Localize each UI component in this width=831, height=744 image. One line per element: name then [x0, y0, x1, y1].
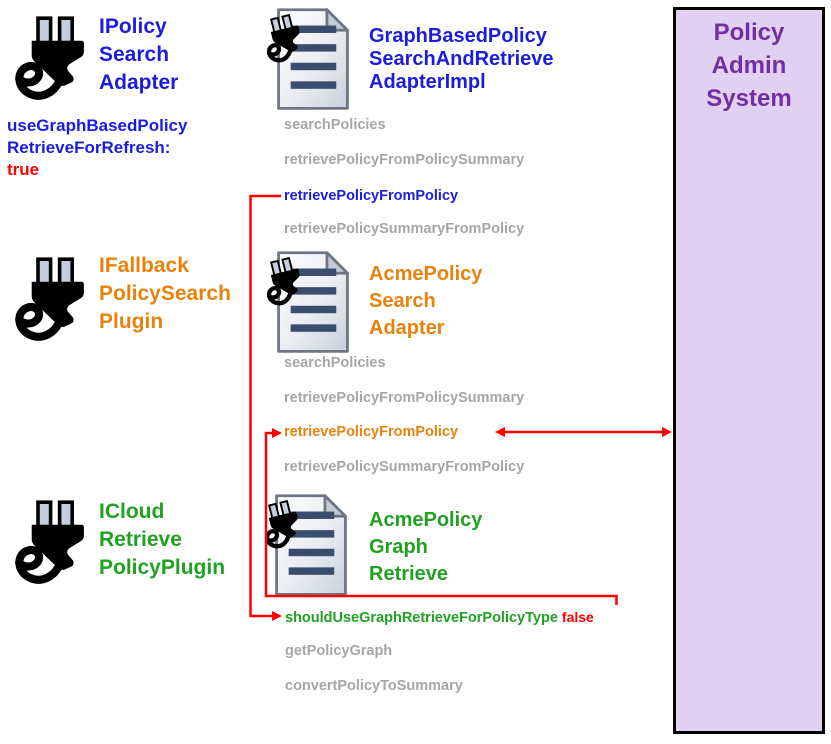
document-plug-icon — [261, 249, 365, 356]
impl-title-acme-search: AcmePolicy Search Adapter — [369, 263, 483, 339]
plug-icon — [2, 6, 92, 106]
method-row: getPolicyGraph — [285, 643, 393, 659]
impl-title-graphbased: GraphBasedPolicy SearchAndRetrieve Adapt… — [369, 25, 554, 93]
arrowhead-right-icon — [662, 427, 672, 437]
method-row-highlighted: shouldUseGraphRetrieveForPolicyType fals… — [285, 607, 594, 628]
policy-search-adapter-label: IPolicy Search Adapter — [99, 15, 179, 94]
method-row: searchPolicies — [284, 117, 386, 133]
panel-title: Policy Admin System — [706, 19, 792, 112]
arrowhead-right-icon — [272, 611, 282, 621]
plug-icon — [2, 247, 92, 347]
plug-icon — [2, 490, 92, 590]
method-row: searchPolicies — [284, 355, 386, 371]
arrowhead-left-icon — [495, 427, 505, 437]
method-row-highlighted: retrievePolicyFromPolicy — [284, 424, 459, 440]
method-row-highlighted: retrievePolicyFromPolicy — [284, 188, 459, 204]
arrowhead-right-icon — [272, 428, 282, 438]
method-row: retrievePolicySummaryFromPolicy — [284, 221, 525, 237]
config-value: true — [7, 160, 40, 179]
method-row: retrievePolicySummaryFromPolicy — [284, 459, 525, 475]
method-row: convertPolicyToSummary — [285, 678, 463, 694]
config-key: useGraphBasedPolicy RetrieveForRefresh: — [7, 116, 188, 157]
method-label: shouldUseGraphRetrieveForPolicyType — [285, 610, 558, 626]
method-row: retrievePolicyFromPolicySummary — [284, 152, 525, 168]
method-row: retrievePolicyFromPolicySummary — [284, 390, 525, 406]
document-plug-icon — [261, 6, 365, 113]
method-result-value: false — [561, 609, 594, 625]
policy-admin-system-panel: Policy Admin System — [673, 7, 825, 734]
impl-title-acme-graph: AcmePolicy Graph Retrieve — [369, 509, 483, 585]
document-plug-icon — [259, 492, 363, 599]
config-block: useGraphBasedPolicy RetrieveForRefresh: … — [7, 115, 187, 181]
cloud-plugin-label: ICloud Retrieve PolicyPlugin — [99, 500, 226, 579]
fallback-plugin-label: IFallback PolicySearch Plugin — [99, 254, 231, 333]
